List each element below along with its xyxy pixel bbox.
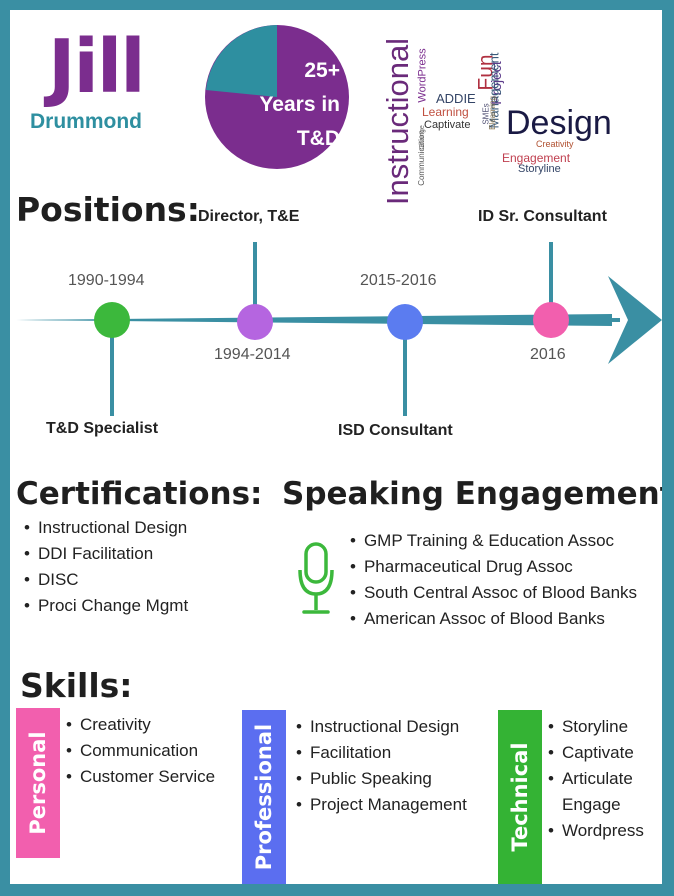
list-item: Instructional Design	[296, 714, 467, 740]
word-engagement: Engagement	[502, 151, 571, 165]
word-learning: Learning	[422, 105, 469, 119]
pie-label-line3: T&D	[296, 127, 340, 150]
list-item: Captivate	[548, 740, 660, 766]
microphone-icon	[298, 542, 334, 614]
list-item: Creativity	[66, 712, 215, 738]
word-wordpress: WordPress	[416, 48, 429, 103]
skills-technical-list: Storyline Captivate Articulate Engage Wo…	[548, 714, 660, 844]
pie-label-line2: Years in	[259, 93, 340, 116]
list-item: GMP Training & Education Assoc	[350, 528, 637, 554]
timeline-date-2: 1994-2014	[214, 346, 291, 363]
word-storyline: Storyline	[518, 163, 561, 175]
list-item: Public Speaking	[296, 766, 467, 792]
timeline-date-1: 1990-1994	[68, 272, 145, 289]
timeline-role-2: Director, T&E	[198, 208, 300, 225]
list-item: Instructional Design	[24, 515, 188, 541]
list-item: Project Management	[296, 792, 467, 818]
certifications-title: Certifications:	[16, 476, 263, 512]
stem-4	[549, 242, 553, 320]
list-item: DDI Facilitation	[24, 541, 188, 567]
skills-personal-list: Creativity Communication Customer Servic…	[66, 712, 215, 790]
word-cloud: Instructional WordPress Fun Project Mana…	[380, 14, 640, 244]
word-addie: ADDIE	[436, 91, 476, 106]
list-item: Storyline	[548, 714, 660, 740]
stem-1	[110, 328, 114, 416]
skills-technical-label: Technical	[508, 742, 532, 852]
timeline-role-3: ISD Consultant	[338, 422, 453, 439]
certifications-list: Instructional Design DDI Facilitation DI…	[24, 515, 188, 619]
timeline-dot-3	[387, 304, 423, 340]
timeline-role-1: T&D Specialist	[46, 420, 159, 437]
list-item: Proci Change Mgmt	[24, 593, 188, 619]
list-item: DISC	[24, 567, 188, 593]
speaking-title: Speaking Engagements:	[282, 476, 662, 512]
timeline-arrow	[16, 276, 662, 364]
list-item: Facilitation	[296, 740, 467, 766]
skills-personal-tag: Personal	[16, 708, 60, 858]
list-item: American Assoc of Blood Banks	[350, 606, 637, 632]
timeline-dot-2	[237, 304, 273, 340]
stem-3	[403, 332, 407, 416]
skills-title: Skills:	[20, 666, 133, 705]
first-name: Jill	[48, 24, 146, 110]
pie-slice-other	[206, 25, 277, 97]
timeline-role-4: ID Sr. Consultant	[478, 208, 607, 225]
list-item: Customer Service	[66, 764, 215, 790]
pie-label: 25+ Years in T&D	[218, 54, 340, 156]
skills-technical-tag: Technical	[498, 710, 542, 884]
word-elearning: Elearning	[487, 96, 497, 130]
list-item: Wordpress	[548, 818, 660, 844]
resume-card: Jill Drummond 25+ Years in T&D Instructi…	[10, 10, 662, 884]
timeline-date-3: 2015-2016	[360, 272, 437, 289]
list-item: Pharmaceutical Drug Assoc	[350, 554, 637, 580]
pie-label-line1: 25+	[304, 59, 340, 82]
timeline-dot-4	[533, 302, 569, 338]
last-name: Drummond	[30, 110, 142, 133]
skills-professional-tag: Professional	[242, 710, 286, 884]
word-design: Design	[506, 104, 612, 142]
word-creativity: Creativity	[536, 139, 574, 149]
list-item: Articulate Engage	[548, 766, 660, 818]
timeline-date-4: 2016	[530, 346, 566, 363]
positions-title: Positions:	[16, 190, 200, 229]
timeline-dot-1	[94, 302, 130, 338]
list-item: Communication	[66, 738, 215, 764]
word-instructional: Instructional	[380, 37, 416, 206]
word-communication: Communication	[416, 130, 426, 186]
skills-personal-label: Personal	[26, 731, 50, 835]
speaking-list: GMP Training & Education Assoc Pharmaceu…	[350, 528, 637, 632]
skills-professional-label: Professional	[252, 723, 276, 871]
years-pie-chart	[205, 25, 349, 169]
word-captivate: Captivate	[424, 119, 471, 131]
list-item: South Central Assoc of Blood Banks	[350, 580, 637, 606]
stem-2	[253, 242, 257, 324]
skills-professional-list: Instructional Design Facilitation Public…	[296, 714, 467, 818]
